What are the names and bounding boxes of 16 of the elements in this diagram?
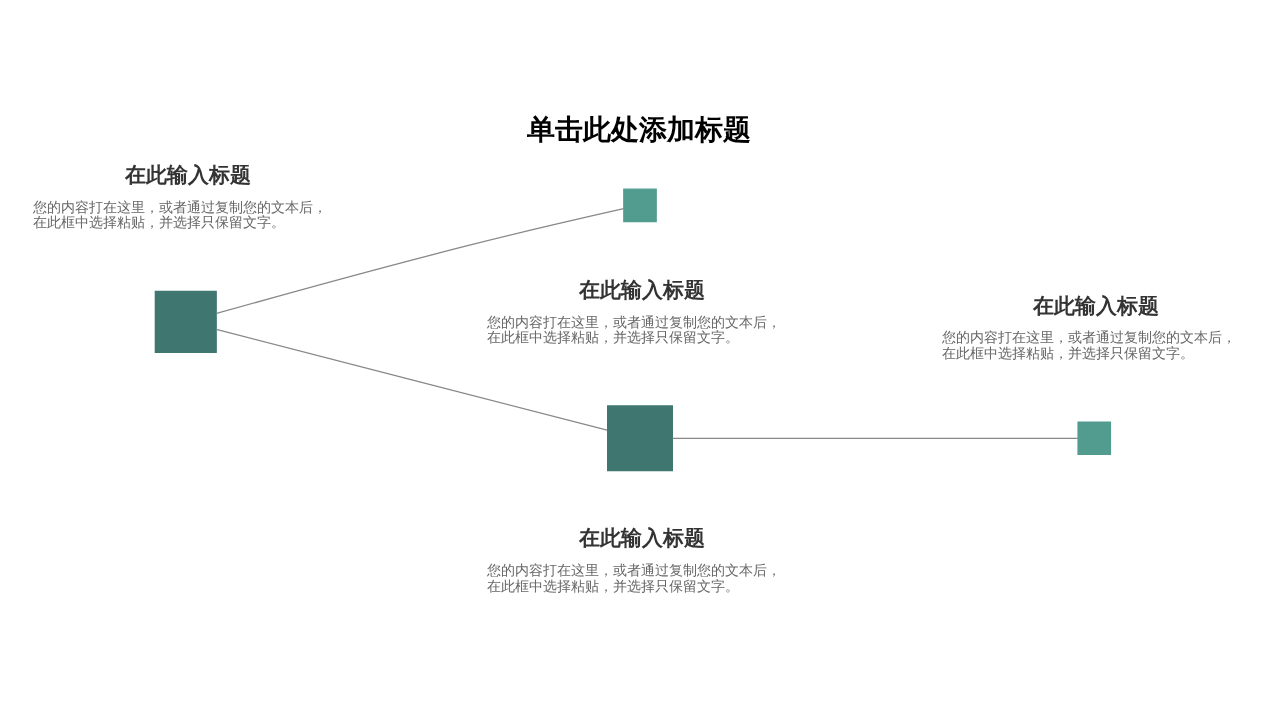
node-label: 在此输入标题 (1033, 293, 1160, 318)
node-label: 在此输入标题 (579, 277, 706, 302)
diagram-title: 单击此处添加标题 (526, 112, 751, 146)
node-box (607, 405, 673, 472)
node-box (623, 188, 657, 223)
node-label: 您的内容打在这里，或者通过复制您的文本后，在此框中选择粘贴，并选择只保留文字。 (33, 198, 328, 231)
node-box (1077, 421, 1112, 456)
node-label: 您的内容打在这里，或者通过复制您的文本后，在此框中选择粘贴，并选择只保留文字。 (487, 313, 782, 346)
connector (672, 437, 1079, 439)
node-label: 在此输入标题 (124, 162, 251, 187)
connector (215, 328, 608, 431)
node-label: 您的内容打在这里，或者通过复制您的文本后，在此框中选择粘贴，并选择只保留文字。 (941, 329, 1236, 361)
connector (215, 208, 625, 315)
node-box (154, 290, 217, 353)
node-label: 在此输入标题 (579, 526, 706, 551)
node-label: 您的内容打在这里，或者通过复制您的文本后，在此框中选择粘贴，并选择只保留文字。 (487, 562, 782, 594)
